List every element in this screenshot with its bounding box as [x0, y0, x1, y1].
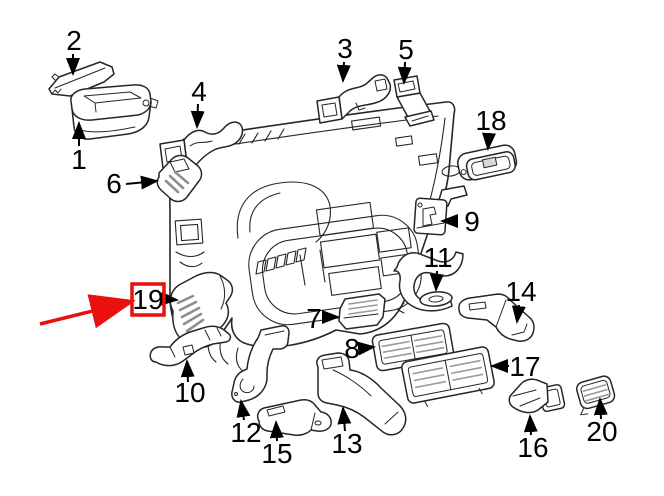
part-label-11: 11 — [423, 242, 452, 273]
part-label-6: 6 — [106, 168, 122, 199]
part-label-4: 4 — [191, 76, 207, 107]
part-label-12: 12 — [230, 417, 261, 448]
part-label-7: 7 — [306, 303, 322, 334]
part-label-9: 9 — [464, 206, 480, 237]
part-label-14: 14 — [505, 276, 536, 307]
part-label-19: 19 — [132, 284, 163, 315]
part-arrow-6 — [125, 175, 159, 190]
part-illustration-7 — [338, 293, 386, 330]
part-arrow-14 — [511, 304, 526, 324]
part-arrow-5 — [397, 61, 412, 85]
part-illustration-10 — [149, 325, 232, 367]
part-label-13: 13 — [331, 428, 362, 459]
part-arrow-20 — [593, 397, 608, 420]
part-arrow-15 — [269, 420, 284, 442]
part-illustration-9 — [413, 185, 468, 236]
part-label-3: 3 — [337, 33, 353, 64]
part-illustration-3 — [316, 74, 392, 124]
part-arrow-3 — [336, 61, 351, 83]
part-illustration-12 — [231, 325, 290, 403]
part-arrow-4 — [190, 103, 205, 129]
part-label-15: 15 — [261, 438, 292, 469]
part-illustration-13 — [316, 352, 407, 436]
part-illustration-11 — [393, 251, 464, 314]
part-arrow-11 — [429, 270, 444, 292]
part-arrow-13 — [337, 406, 352, 432]
part-illustration-16 — [508, 378, 566, 414]
part-arrow-12 — [236, 399, 251, 421]
part-label-16: 16 — [517, 432, 548, 463]
part-label-2: 2 — [66, 25, 82, 56]
part-arrow-8 — [357, 341, 376, 356]
part-label-5: 5 — [398, 34, 414, 65]
part-arrow-19 — [160, 291, 179, 306]
part-arrow-18 — [482, 132, 496, 151]
part-label-10: 10 — [174, 377, 205, 408]
part-label-17: 17 — [509, 351, 540, 382]
part-illustration-18 — [457, 144, 518, 181]
part-label-1: 1 — [71, 144, 87, 175]
part-arrow-16 — [523, 414, 538, 436]
part-label-8: 8 — [344, 333, 360, 364]
highlight-arrow — [39, 294, 136, 329]
part-label-18: 18 — [475, 105, 506, 136]
part-illustration-6 — [156, 154, 203, 203]
part-illustration-17 — [401, 346, 495, 407]
part-label-20: 20 — [586, 416, 617, 447]
part-arrow-10 — [180, 359, 195, 383]
